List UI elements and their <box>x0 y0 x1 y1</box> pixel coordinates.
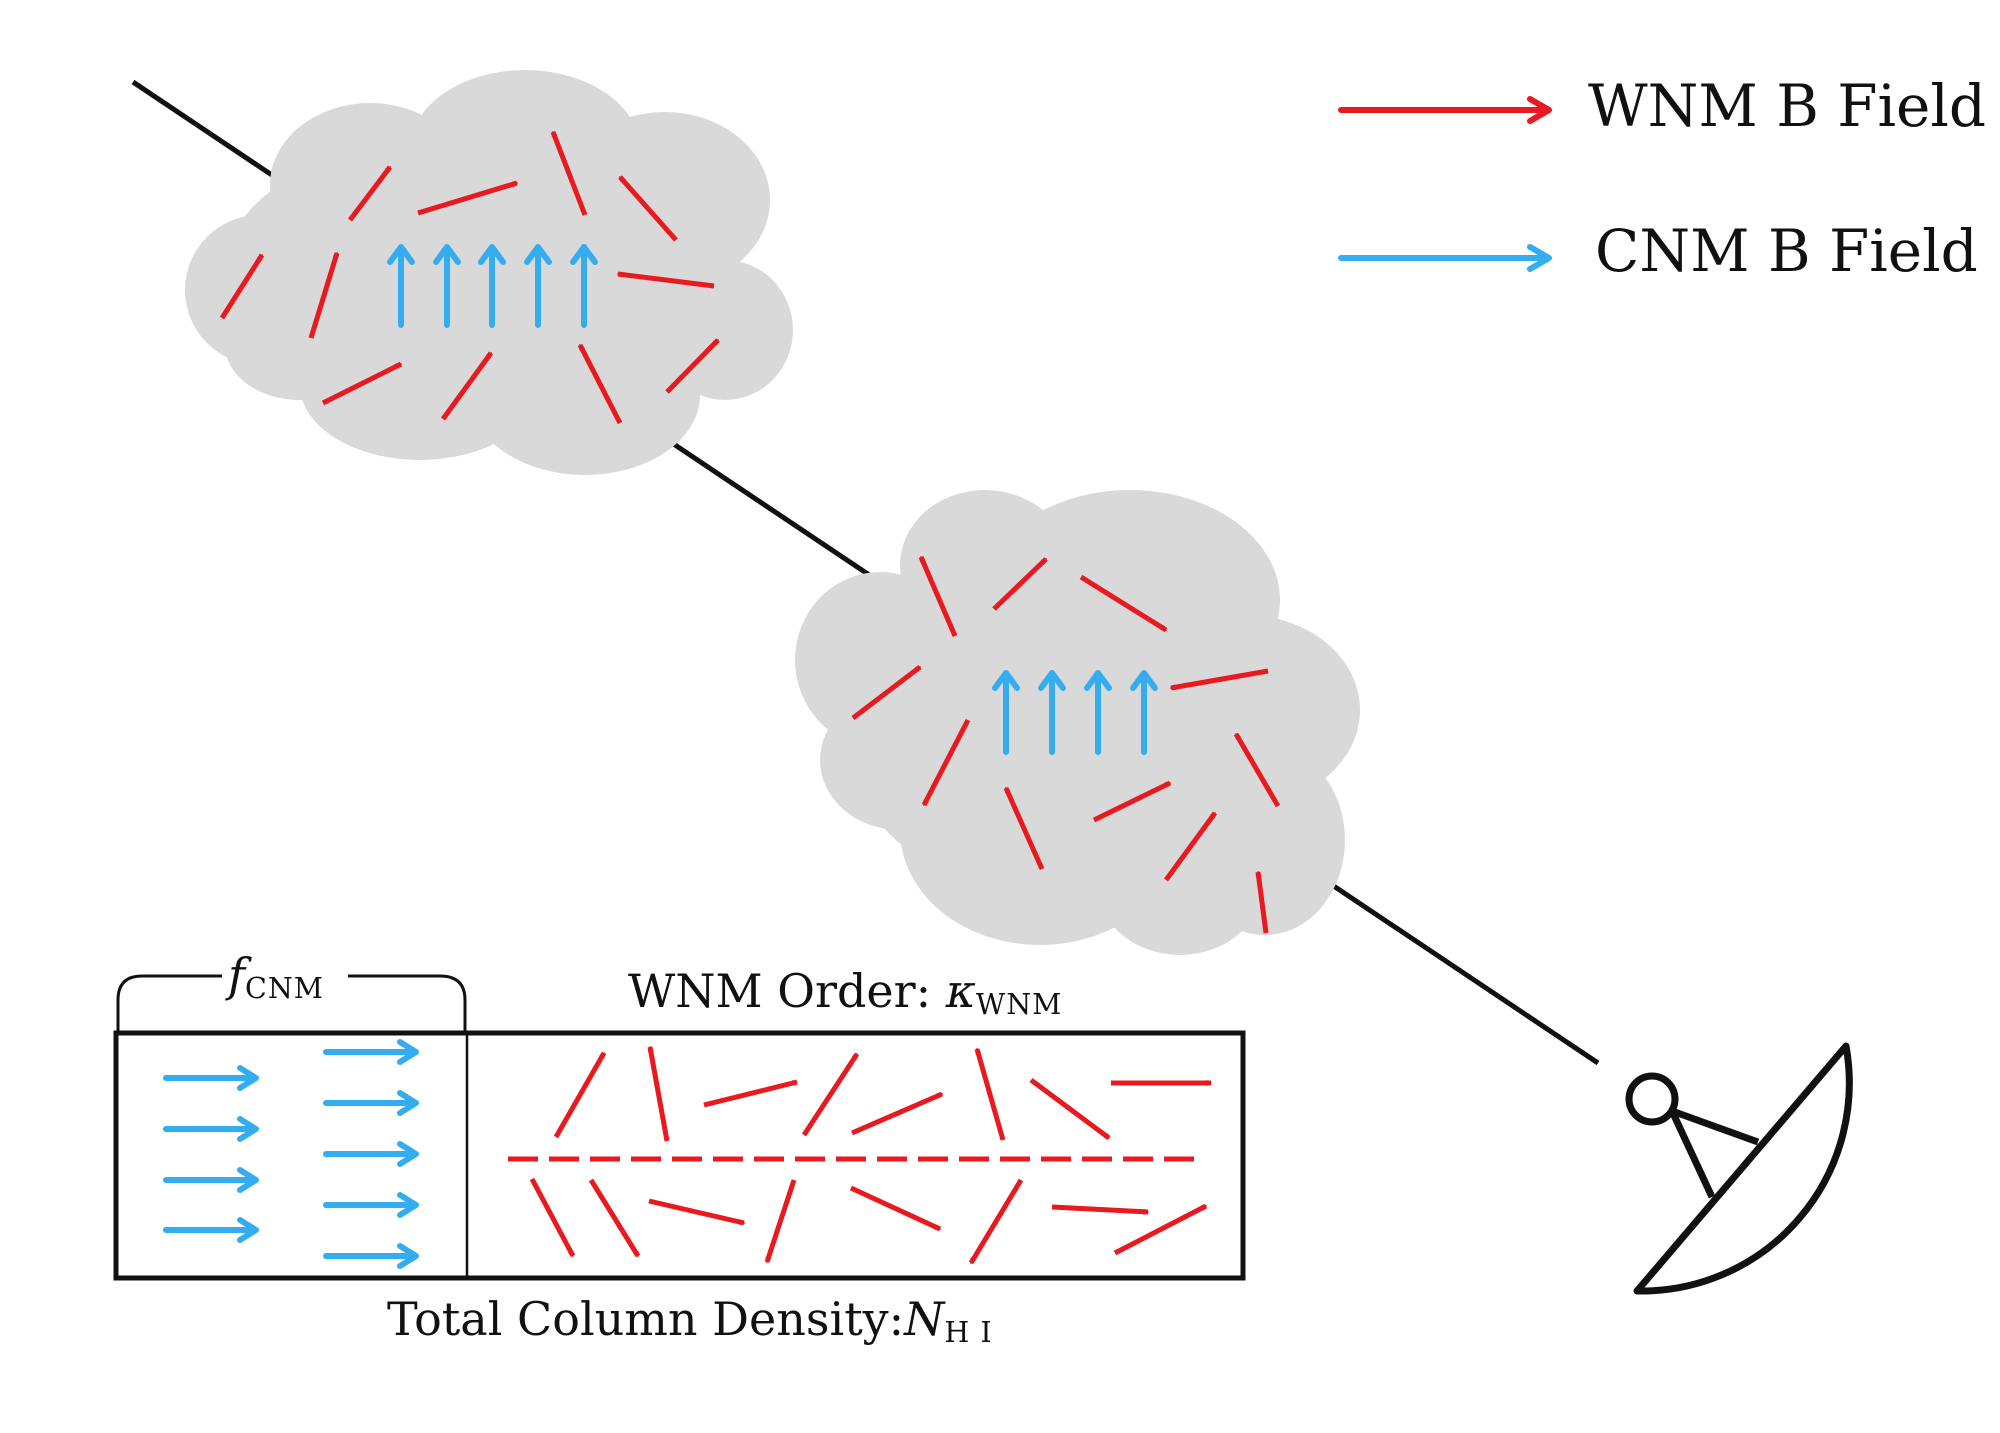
cnm-arrow <box>478 244 506 328</box>
cnm-arrows-upper <box>387 244 598 328</box>
cnm-arrow <box>1084 670 1112 755</box>
wnm-arrow <box>577 345 623 425</box>
wnm-arrow <box>851 1091 942 1136</box>
density-text: Total Column Density: <box>387 1292 905 1346</box>
wnm-arrow <box>1029 1077 1111 1141</box>
cnm-arrow <box>323 1090 419 1116</box>
legend-wnm-label: WNM B Field <box>1588 72 1987 140</box>
column-panel <box>113 974 1246 1281</box>
fraction-subscript: CNM <box>245 972 324 1006</box>
cnm-arrow <box>323 1141 419 1167</box>
cnm-arrow <box>433 244 461 328</box>
wnm-arrow <box>801 1052 860 1137</box>
order-subscript: WNM <box>975 988 1063 1022</box>
order-text: WNM Order: <box>628 964 946 1018</box>
cnm-arrows-lower <box>992 670 1158 755</box>
cnm-arrow <box>570 244 598 328</box>
wnm-arrow <box>1171 668 1269 691</box>
wnm-arrow <box>992 557 1048 611</box>
cnm-arrow <box>524 244 552 328</box>
wnm-arrow <box>1003 788 1045 871</box>
cnm-arrow <box>323 1039 419 1065</box>
wnm-arrow <box>665 338 720 394</box>
wnm-arrows-upper <box>219 132 720 425</box>
wnm-arrow <box>219 255 265 320</box>
wnm-arrow <box>849 1185 940 1232</box>
legend-cnm-label: CNM B Field <box>1595 217 1978 285</box>
wnm-arrow <box>974 1049 1006 1141</box>
legend-cnm-arrow <box>1338 244 1552 272</box>
wnm-arrow <box>618 175 678 242</box>
wnm-arrow <box>440 351 494 421</box>
cnm-arrows-panel <box>163 1039 419 1269</box>
wnm-order-label: WNM Order: κWNM <box>628 964 1062 1021</box>
wnm-arrow <box>1233 734 1281 808</box>
density-subscript: H I <box>944 1316 993 1350</box>
density-symbol: N <box>904 1292 945 1346</box>
cnm-arrow <box>992 670 1020 755</box>
wnm-arrow <box>1092 780 1170 823</box>
wnm-arrow <box>647 1047 670 1142</box>
panel-box <box>113 1030 1246 1281</box>
cloud-upper <box>185 70 793 475</box>
cnm-arrow <box>163 1217 259 1243</box>
wnm-arrow <box>348 165 392 222</box>
wnm-arrow <box>764 1179 797 1262</box>
cnm-arrow <box>163 1116 259 1142</box>
wnm-arrow <box>921 718 971 805</box>
wnm-arrow <box>968 1178 1024 1263</box>
wnm-arrow <box>417 180 517 216</box>
wnm-arrow <box>550 132 588 216</box>
wnm-arrow <box>1051 1204 1148 1212</box>
wnm-arrow <box>851 665 922 720</box>
wnm-arrow <box>553 1053 607 1139</box>
wnm-arrows-panel <box>529 1047 1211 1263</box>
cnm-arrow <box>1130 670 1158 755</box>
fraction-cnm-label: fCNM <box>228 948 324 1005</box>
fcnm-bracket <box>116 974 467 1031</box>
fraction-symbol: f <box>228 948 246 1002</box>
cloud-lower <box>795 490 1360 955</box>
wnm-arrows-lower <box>851 557 1281 934</box>
wnm-arrow <box>1113 1203 1206 1256</box>
order-symbol: κ <box>945 964 976 1018</box>
wnm-arrow <box>648 1198 744 1226</box>
wnm-arrow <box>308 253 340 339</box>
wnm-arrow <box>703 1079 797 1108</box>
wnm-arrow <box>618 271 715 289</box>
wnm-arrow <box>1079 574 1166 633</box>
cnm-arrow <box>163 1065 259 1091</box>
cnm-arrow <box>323 1243 419 1269</box>
wnm-arrow <box>529 1177 576 1256</box>
wnm-arrow <box>918 557 958 637</box>
cnm-arrow <box>1038 670 1066 755</box>
cnm-arrow <box>163 1167 259 1193</box>
column-density-label: Total Column Density:NH I <box>387 1292 993 1349</box>
wnm-arrow <box>1163 811 1218 882</box>
cnm-arrow <box>387 244 415 328</box>
cnm-arrow <box>323 1192 419 1218</box>
radio-telescope-icon <box>1625 1042 1853 1295</box>
wnm-arrow <box>1255 872 1269 934</box>
wnm-arrow <box>588 1178 641 1256</box>
legend-wnm-arrow <box>1338 96 1552 124</box>
wnm-arrow <box>321 361 401 406</box>
